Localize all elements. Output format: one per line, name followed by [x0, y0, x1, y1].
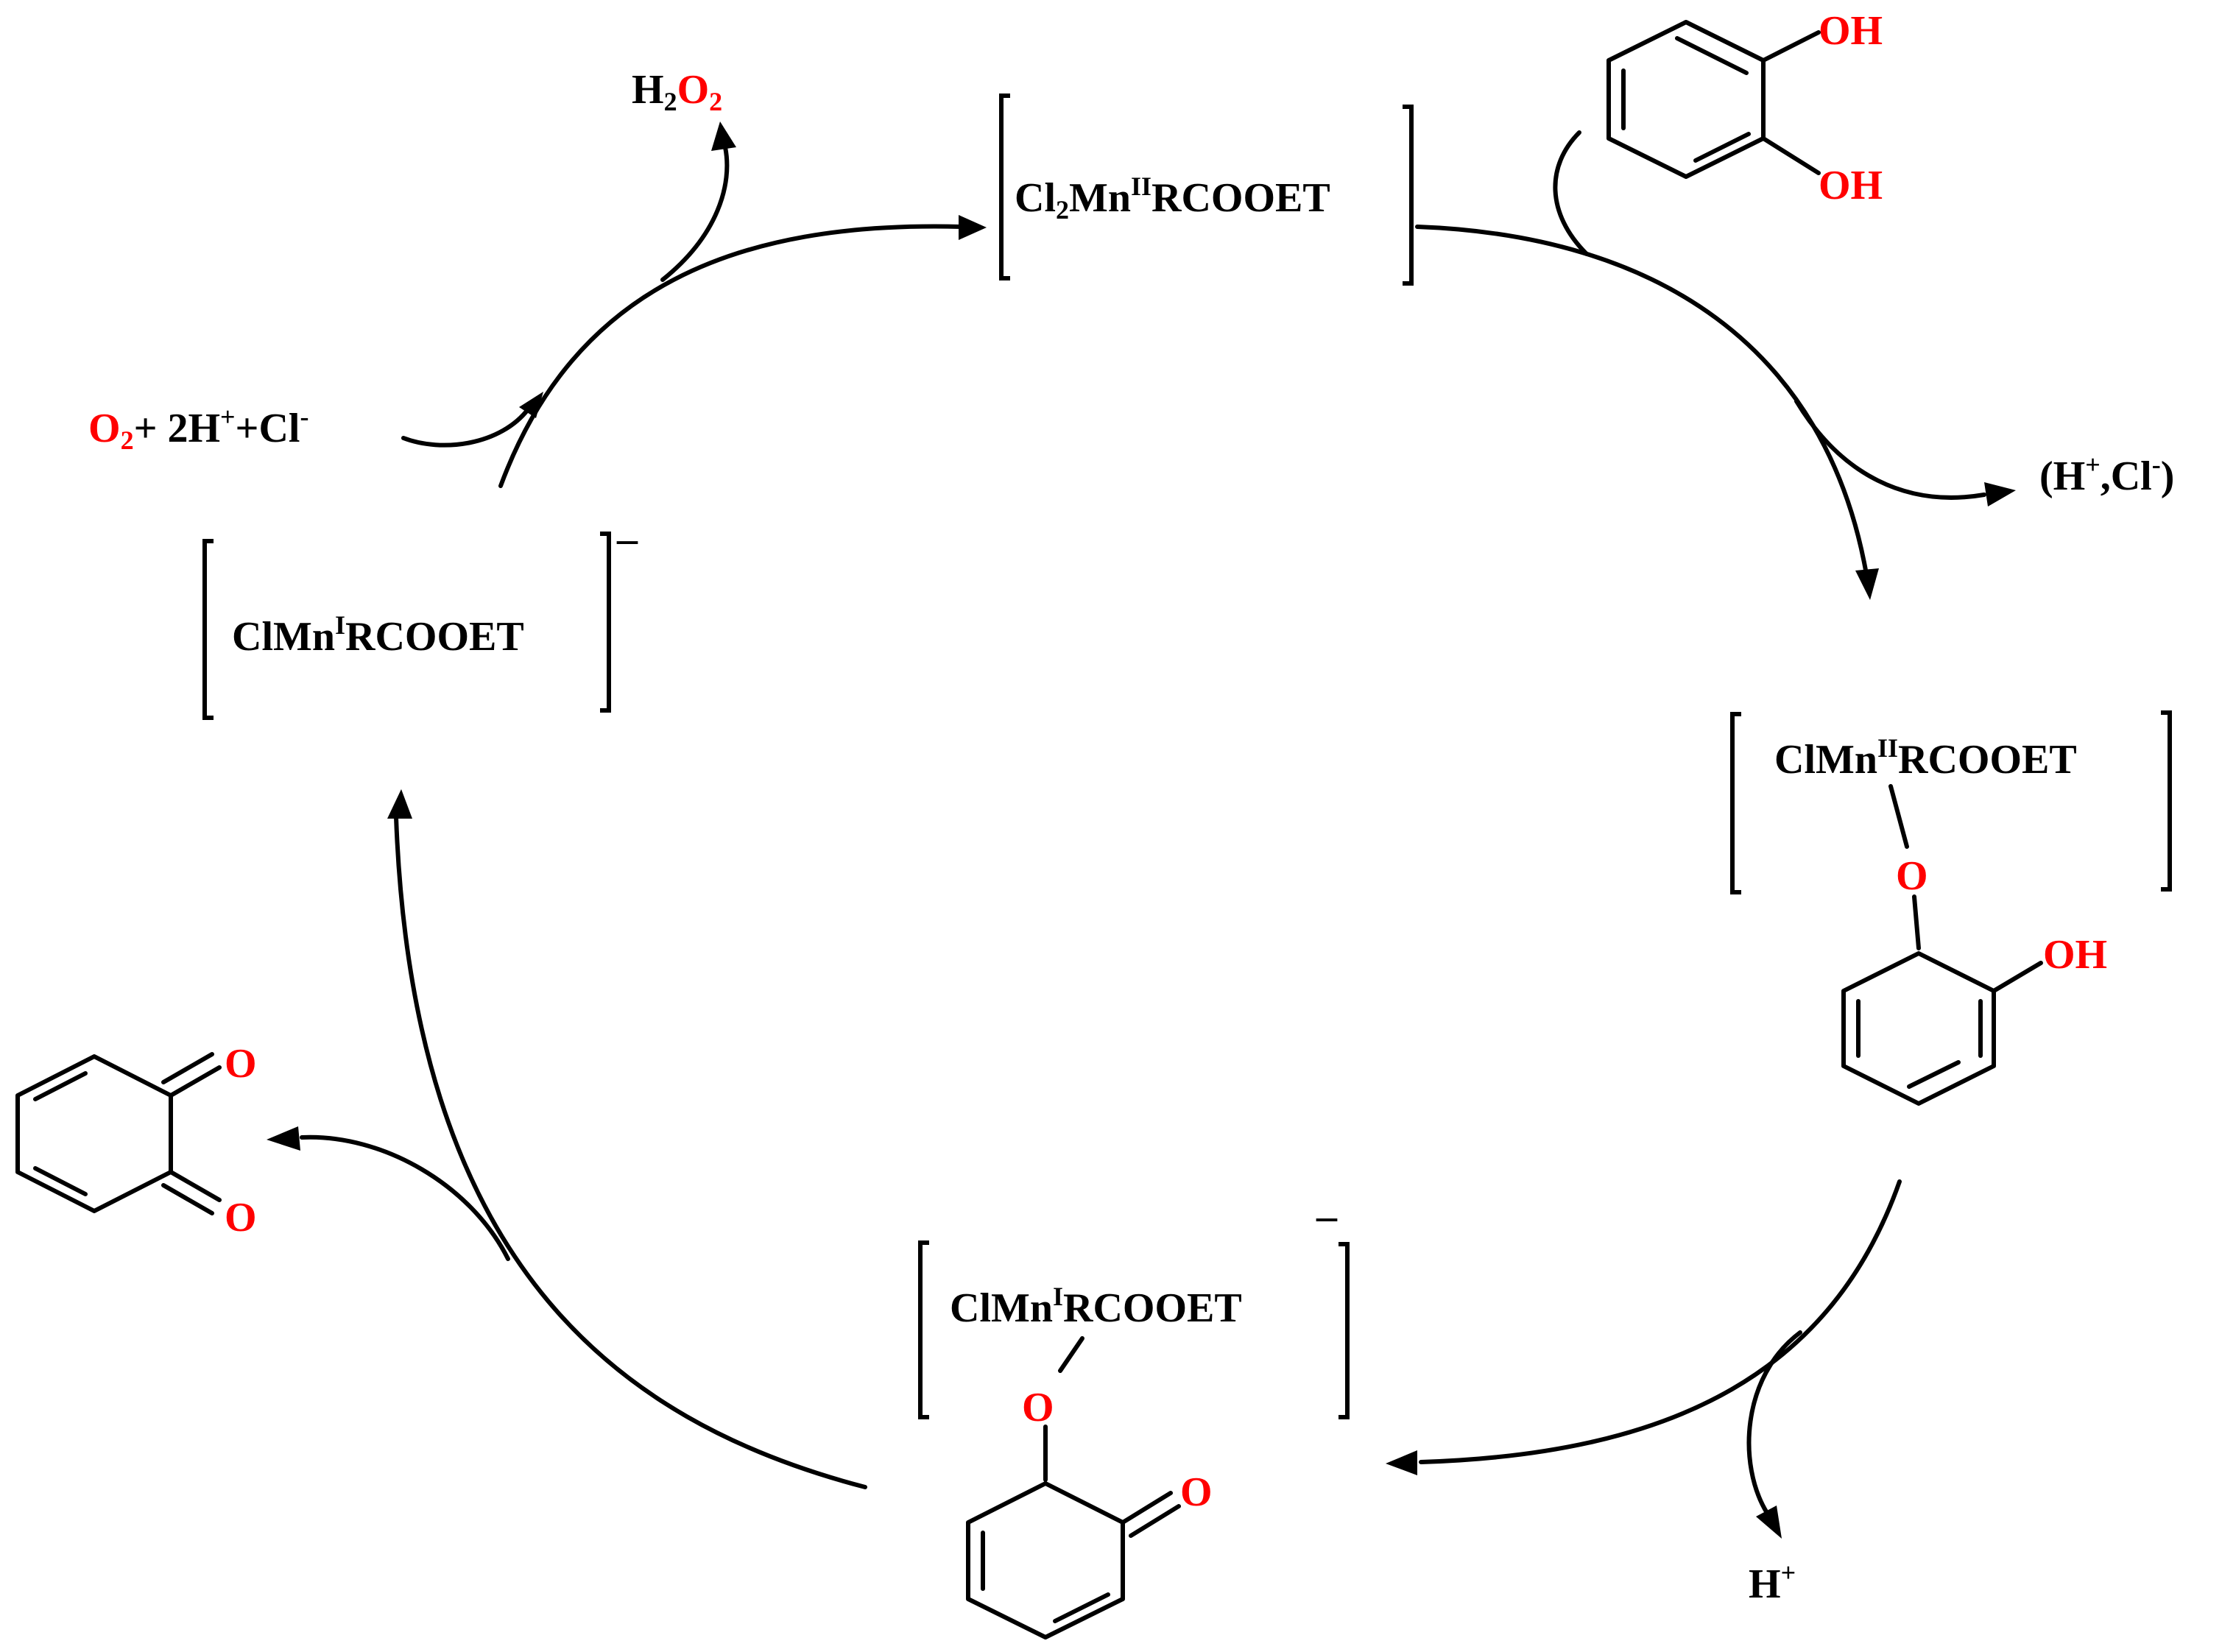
catechol-oh-top: OH [1819, 8, 1883, 54]
arrowhead-quinone [267, 1126, 300, 1151]
mn1-semiquinone-charge: – [1316, 1193, 1338, 1239]
c-oh-bond-bottom [1761, 136, 1821, 175]
bracket-left [202, 539, 214, 720]
keto-double-bond [1129, 1504, 1181, 1538]
ring-double-bond [1907, 1060, 1961, 1089]
catechol-molecule: OH OH [1606, 8, 1883, 208]
hydroxyl-label: OH [2043, 932, 2107, 978]
mn-o-bond [1888, 784, 1909, 849]
arc-mn2-to-catecholate [1415, 225, 1869, 576]
arrow-catechol-in [1553, 130, 1589, 256]
mn1-formula: ClMnIRCOOET [232, 610, 524, 660]
quinone-molecule: O O [15, 1041, 257, 1240]
arrow-hcl-out [1794, 399, 1986, 500]
keto-oxygen: O [1180, 1469, 1213, 1515]
arrowhead-to-catecholate [1855, 568, 1879, 600]
ring-double-bond [1053, 1592, 1110, 1623]
complex-mn1-semiquinone: ClMnIRCOOET – O O [918, 1193, 1350, 1639]
complex-mn2-dichloride: Cl2MnIIRCOOET [999, 93, 1414, 286]
arc-semiquinone-to-mn1 [394, 815, 867, 1489]
carbonyl-top [169, 1065, 222, 1098]
bridge-oxygen: O [1896, 853, 1928, 899]
bridge-oxygen: O [1022, 1385, 1054, 1430]
mn1-charge: – [616, 516, 638, 562]
h2o2-label: H2O2 [632, 67, 722, 116]
hcl-release-label: (H+,Cl-) [2039, 450, 2174, 499]
keto-double-bond [1121, 1491, 1173, 1525]
arrow-quinone-out [300, 1134, 510, 1261]
bracket-right [2161, 710, 2172, 892]
ring-double-bond [1693, 132, 1751, 163]
complex-mn2-catecholate: ClMnIIRCOOET O OH [1730, 710, 2172, 1106]
arrowhead-oxygen-in [519, 392, 543, 418]
complex-mn1: ClMnIRCOOET – [202, 516, 638, 720]
bracket-left [1730, 712, 1741, 894]
arrow-h2o2-out [660, 145, 730, 282]
arrowhead-to-mn2 [959, 215, 987, 240]
arc-mn1-to-mn2 [498, 224, 963, 488]
bracket-right [1403, 105, 1414, 286]
mn-o-bond [1058, 1336, 1084, 1373]
o-ring-bond [1912, 894, 1921, 950]
arrowhead-proton [1756, 1505, 1782, 1539]
carbonyl-top [161, 1052, 214, 1084]
oxygen-input-label: O2+ 2H++Cl- [88, 402, 308, 455]
bracket-left [918, 1240, 929, 1419]
arrowhead-to-mn1 [387, 789, 412, 819]
arrowhead-to-semiquinone [1386, 1450, 1417, 1475]
arc-catecholate-to-semiquinone [1419, 1179, 1902, 1464]
ring-double-bond [33, 1166, 88, 1196]
mn2-catecholate-formula: ClMnIIRCOOET [1774, 733, 2077, 783]
quinone-o-top: O [225, 1041, 257, 1087]
quinone-o-bottom: O [225, 1195, 257, 1240]
ring-double-bond [1675, 36, 1749, 75]
proton-release-label: H+ [1749, 1558, 1796, 1607]
catechol-oh-bottom: OH [1819, 163, 1883, 208]
carbonyl-bottom [169, 1170, 222, 1202]
bracket-right [600, 532, 611, 713]
carbonyl-bottom [161, 1183, 214, 1215]
arrow-proton-out [1746, 1330, 1802, 1515]
semiquinone-ring [966, 1481, 1125, 1639]
quinone-ring [15, 1054, 173, 1213]
arrowhead-h2o2 [711, 121, 736, 151]
ring-double-bond [33, 1071, 88, 1101]
mn2-dichloride-formula: Cl2MnIIRCOOET [1015, 172, 1330, 225]
arrow-oxygen-in [401, 406, 531, 448]
arrowhead-hcl [1984, 482, 2016, 506]
c-oh-bond-top [1761, 30, 1821, 63]
catechol-ring [1606, 20, 1766, 179]
c-oh-bond [1992, 961, 2043, 993]
bracket-left [999, 93, 1010, 280]
bracket-right [1339, 1242, 1350, 1419]
mn1-semiquinone-formula: ClMnIRCOOET [950, 1282, 1242, 1331]
